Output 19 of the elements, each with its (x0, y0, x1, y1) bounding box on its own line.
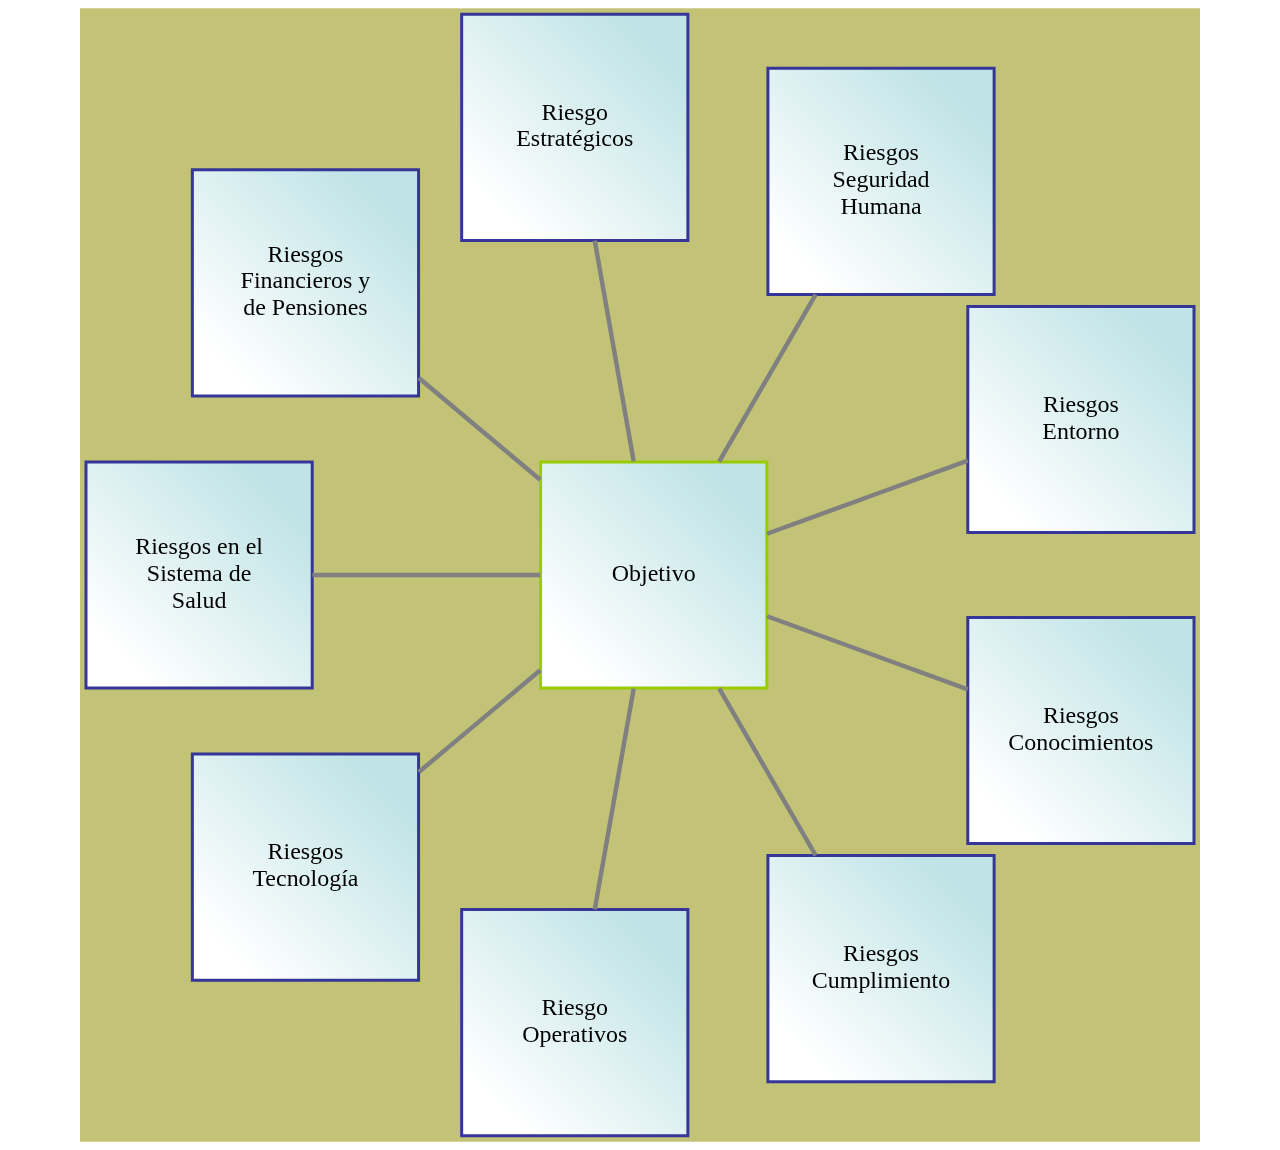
node-box: Riesgos Tecnología (190, 752, 421, 982)
node-box: Riesgo Estratégicos (460, 12, 690, 242)
connector (717, 687, 818, 857)
connector (717, 293, 818, 463)
connector (592, 688, 636, 910)
node-box: Riesgos Seguridad Humana (766, 66, 996, 296)
node-box: Riesgos en el Sistema de Salud (84, 460, 314, 690)
node-box: Riesgos Financieros y de Pensiones (190, 168, 421, 398)
connector (766, 614, 969, 692)
node-box: Objetivo (539, 460, 769, 690)
connector (417, 376, 542, 482)
node-box: Riesgo Operativos (460, 908, 690, 1138)
connector (312, 572, 541, 578)
node-box: Riesgos Cumplimiento (766, 854, 996, 1084)
connector (417, 668, 542, 774)
connector (766, 458, 969, 536)
node-box: Riesgos Entorno (966, 304, 1196, 535)
connector (592, 240, 636, 462)
node-box: Riesgos Conocimientos (966, 615, 1196, 846)
